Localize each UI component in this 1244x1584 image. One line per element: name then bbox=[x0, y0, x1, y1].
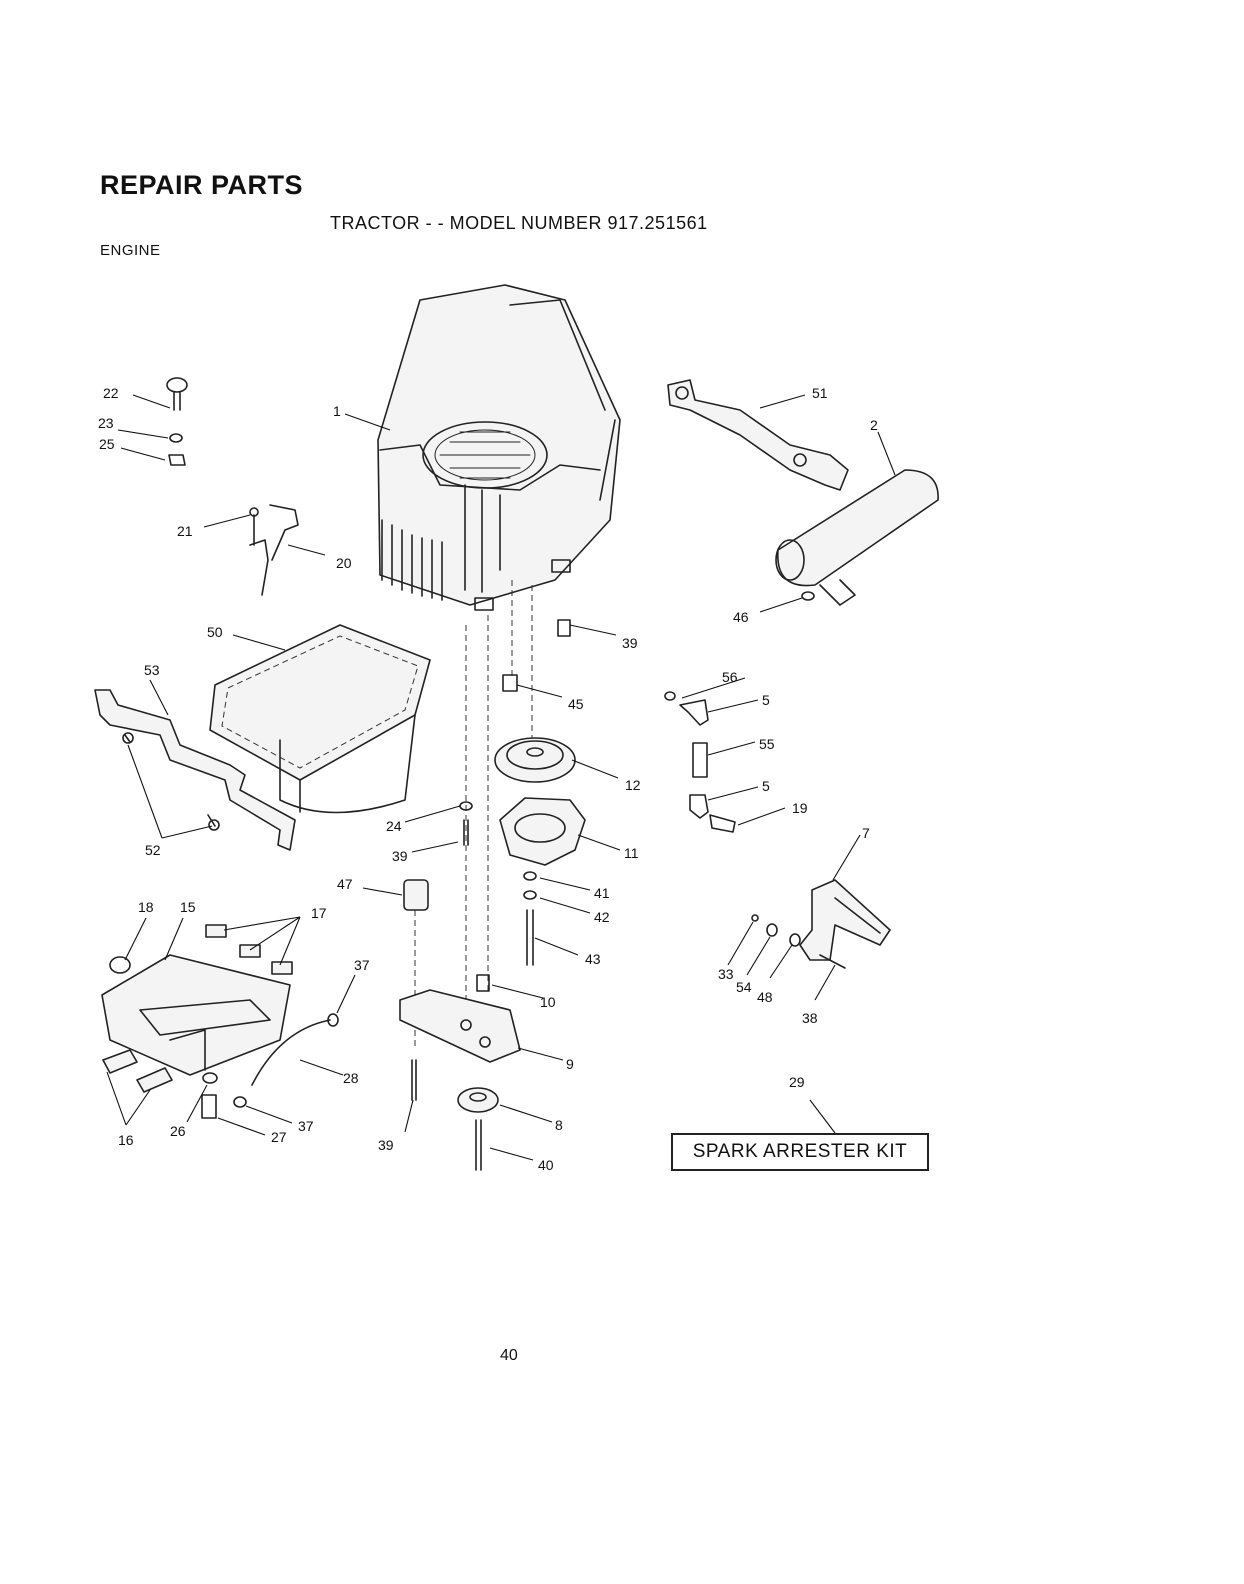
callout-labels: 22 23 25 1 21 20 50 53 52 51 2 46 39 45 … bbox=[98, 385, 878, 1173]
engine-block bbox=[377, 284, 621, 611]
callout-29: 29 bbox=[789, 1074, 805, 1090]
callout-16: 16 bbox=[118, 1132, 134, 1148]
callout-42: 42 bbox=[594, 909, 610, 925]
callout-37-top: 37 bbox=[354, 957, 370, 973]
callout-46: 46 bbox=[733, 609, 749, 625]
callout-10: 10 bbox=[540, 994, 556, 1010]
callout-28: 28 bbox=[343, 1070, 359, 1086]
callout-38: 38 bbox=[802, 1010, 818, 1026]
callout-45: 45 bbox=[568, 696, 584, 712]
fuel-tank-assembly bbox=[101, 924, 339, 1119]
callout-56: 56 bbox=[722, 669, 738, 685]
fuel-fittings bbox=[664, 691, 736, 833]
model-number-heading: TRACTOR - - MODEL NUMBER 917.251561 bbox=[330, 213, 708, 233]
callout-21: 21 bbox=[177, 523, 193, 539]
callout-8: 8 bbox=[555, 1117, 563, 1133]
callout-48: 48 bbox=[757, 989, 773, 1005]
callout-5-top: 5 bbox=[762, 692, 770, 708]
callout-9: 9 bbox=[566, 1056, 574, 1072]
callout-25: 25 bbox=[99, 436, 115, 452]
callout-7: 7 bbox=[862, 825, 870, 841]
callout-18: 18 bbox=[138, 899, 154, 915]
callout-5-bottom: 5 bbox=[762, 778, 770, 794]
engine-mount-bracket bbox=[94, 689, 296, 851]
callout-37-bottom: 37 bbox=[298, 1118, 314, 1134]
callout-41: 41 bbox=[594, 885, 610, 901]
callout-54: 54 bbox=[736, 979, 752, 995]
engine-base-pan bbox=[209, 624, 431, 814]
callout-43: 43 bbox=[585, 951, 601, 967]
callout-40: 40 bbox=[538, 1157, 554, 1173]
exhaust-pipe bbox=[667, 379, 849, 491]
section-label: ENGINE bbox=[100, 242, 161, 259]
callout-26: 26 bbox=[170, 1123, 186, 1139]
callout-11: 11 bbox=[624, 845, 639, 861]
callout-39-top: 39 bbox=[622, 635, 638, 651]
callout-52: 52 bbox=[145, 842, 161, 858]
throttle-bracket bbox=[249, 504, 299, 596]
callout-23: 23 bbox=[98, 415, 114, 431]
callout-2: 2 bbox=[870, 417, 878, 433]
callout-22: 22 bbox=[103, 385, 119, 401]
callout-27: 27 bbox=[271, 1129, 287, 1145]
callout-55: 55 bbox=[759, 736, 775, 752]
callout-39-mid: 39 bbox=[392, 848, 408, 864]
callout-47: 47 bbox=[337, 876, 353, 892]
center-hardware-column bbox=[399, 580, 586, 1171]
muffler bbox=[775, 469, 939, 606]
callout-1: 1 bbox=[333, 403, 341, 419]
callout-24: 24 bbox=[386, 818, 402, 834]
callout-51: 51 bbox=[812, 385, 828, 401]
callout-leaders bbox=[106, 394, 896, 1161]
callout-39-bottom: 39 bbox=[378, 1137, 394, 1153]
callout-50: 50 bbox=[207, 624, 223, 640]
page-number: 40 bbox=[500, 1347, 518, 1364]
page-title: REPAIR PARTS bbox=[100, 170, 304, 200]
lift-bracket bbox=[751, 879, 891, 969]
callout-17: 17 bbox=[311, 905, 327, 921]
callout-15: 15 bbox=[180, 899, 196, 915]
callout-12: 12 bbox=[625, 777, 641, 793]
bolt-washer-nut-stack bbox=[166, 377, 188, 466]
callout-53: 53 bbox=[144, 662, 160, 678]
callout-20: 20 bbox=[336, 555, 352, 571]
callout-19: 19 bbox=[792, 800, 808, 816]
callout-33: 33 bbox=[718, 966, 734, 982]
spark-arrester-kit-box: SPARK ARRESTER KIT bbox=[671, 1133, 929, 1171]
